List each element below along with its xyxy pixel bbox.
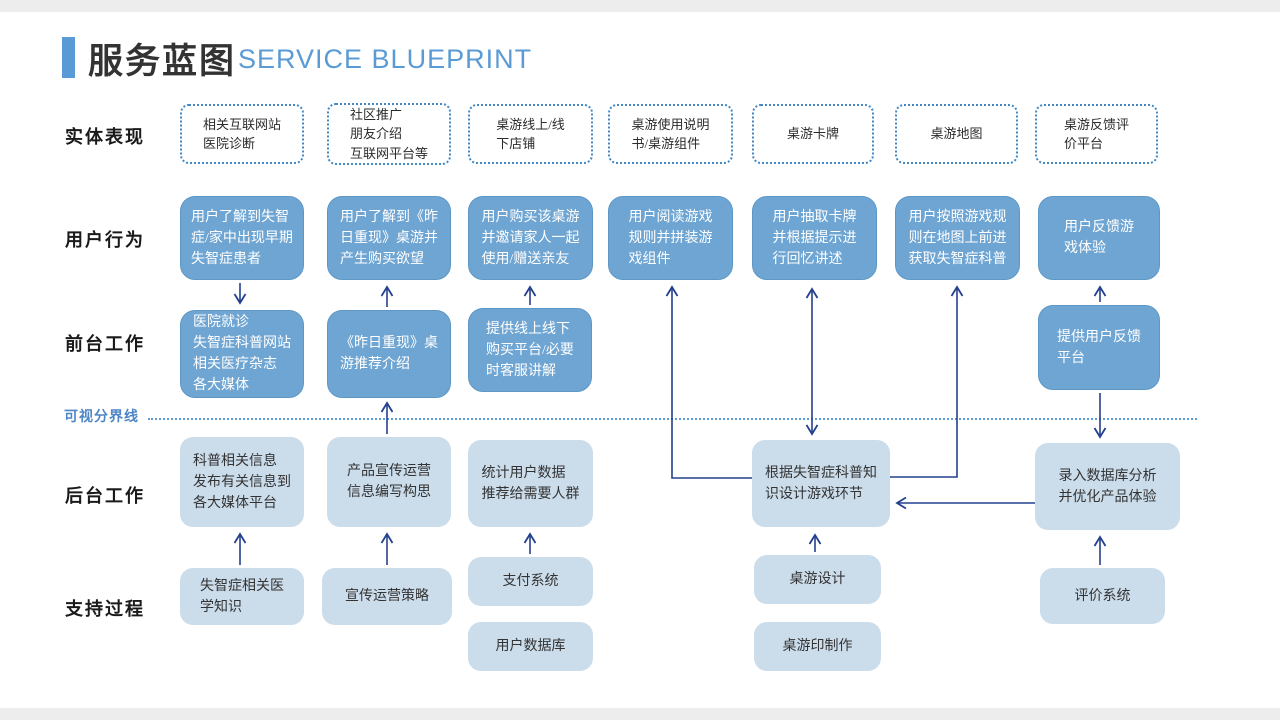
- evidence-box-6: 桌游地图: [895, 104, 1018, 164]
- row-label-backstage: 后台工作: [65, 486, 145, 506]
- evidence-box-3: 桌游线上/线 下店铺: [468, 104, 593, 164]
- row-label-frontstage: 前台工作: [65, 334, 145, 354]
- support-box-6: 桌游印制作: [754, 622, 881, 671]
- backstage-box-2: 产品宣传运营 信息编写构思: [327, 437, 451, 527]
- support-box-7: 评价系统: [1040, 568, 1165, 624]
- support-box-2: 宣传运营策略: [322, 568, 452, 625]
- visibility-line-label: 可视分界线: [64, 410, 139, 425]
- row-label-support: 支持过程: [65, 599, 145, 619]
- page-title: 服务蓝图: [88, 42, 237, 81]
- visibility-line: [148, 418, 1197, 420]
- support-box-5: 桌游设计: [754, 555, 881, 604]
- slide-top-margin: [0, 0, 1280, 12]
- support-box-4: 用户数据库: [468, 622, 593, 671]
- user-action-box-6: 用户按照游戏规 则在地图上前进 获取失智症科普: [895, 196, 1020, 280]
- user-action-box-7: 用户反馈游 戏体验: [1038, 196, 1160, 280]
- page-subtitle: SERVICE BLUEPRINT: [238, 44, 533, 74]
- user-action-box-4: 用户阅读游戏 规则并拼装游 戏组件: [608, 196, 733, 280]
- support-box-3: 支付系统: [468, 557, 593, 606]
- user-action-box-5: 用户抽取卡牌 并根据提示进 行回忆讲述: [752, 196, 877, 280]
- backstage-box-5: 录入数据库分析 并优化产品体验: [1035, 443, 1180, 530]
- support-box-1: 失智症相关医 学知识: [180, 568, 304, 625]
- evidence-box-5: 桌游卡牌: [752, 104, 874, 164]
- backstage-box-1: 科普相关信息 发布有关信息到 各大媒体平台: [180, 437, 304, 527]
- backstage-box-3: 统计用户数据 推荐给需要人群: [468, 440, 593, 527]
- frontstage-box-4: 提供用户反馈 平台: [1038, 305, 1160, 390]
- slide-bottom-margin: [0, 708, 1280, 720]
- frontstage-box-3: 提供线上线下 购买平台/必要 时客服讲解: [468, 308, 592, 392]
- frontstage-box-2: 《昨日重现》桌 游推荐介绍: [327, 310, 451, 398]
- evidence-box-2: 社区推广 朋友介绍 互联网平台等: [327, 103, 451, 165]
- frontstage-box-1: 医院就诊 失智症科普网站 相关医疗杂志 各大媒体: [180, 310, 304, 398]
- backstage-box-4: 根据失智症科普知 识设计游戏环节: [752, 440, 890, 527]
- title-accent-bar: [62, 37, 75, 78]
- user-action-box-1: 用户了解到失智 症/家中出现早期 失智症患者: [180, 196, 304, 280]
- row-label-actions: 用户行为: [65, 230, 145, 250]
- user-action-box-3: 用户购买该桌游 并邀请家人一起 使用/赠送亲友: [468, 196, 593, 280]
- user-action-box-2: 用户了解到《昨 日重现》桌游并 产生购买欲望: [327, 196, 451, 280]
- evidence-box-1: 相关互联网站 医院诊断: [180, 104, 304, 164]
- evidence-box-7: 桌游反馈评 价平台: [1035, 104, 1158, 164]
- evidence-box-4: 桌游使用说明 书/桌游组件: [608, 104, 733, 164]
- row-label-evidence: 实体表现: [65, 127, 145, 147]
